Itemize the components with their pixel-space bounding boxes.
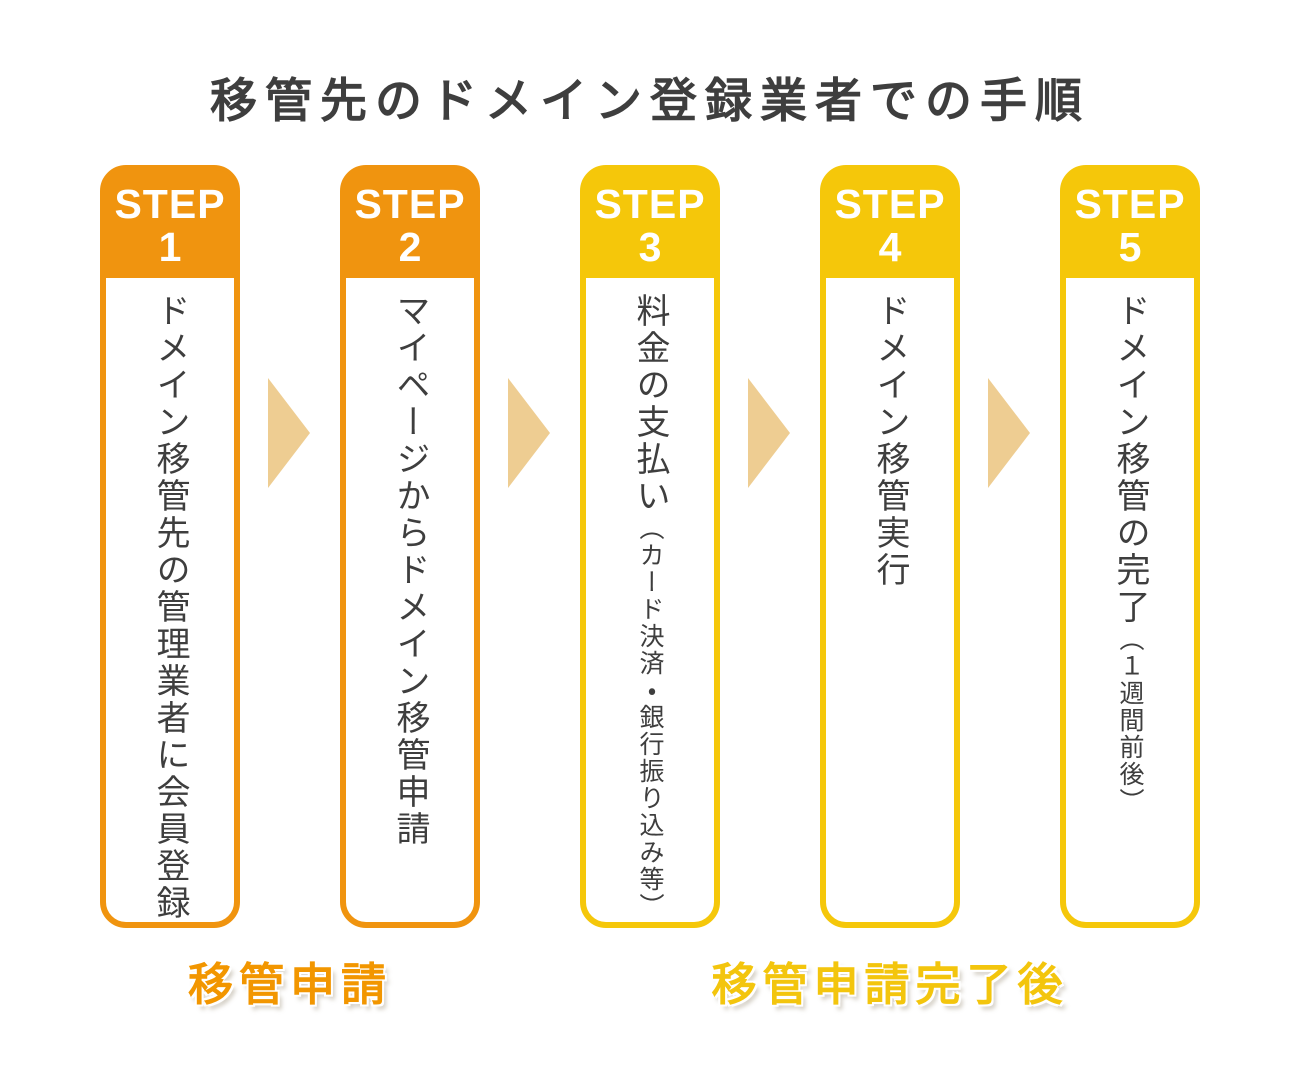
- step-note: （カード決済・銀行振り込み等）: [636, 515, 664, 920]
- phase-label-after-completion: 移管申請完了後: [711, 959, 1069, 1010]
- step-number: 3: [638, 224, 662, 270]
- step-body-3: 料金の支払い（カード決済・銀行振り込み等）: [586, 278, 714, 922]
- phase-label-transfer-request: 移管申請: [187, 959, 392, 1010]
- step-text: マイページからドメイン移管申請: [391, 293, 429, 922]
- step-card-3: STEP 3 料金の支払い（カード決済・銀行振り込み等）: [580, 165, 720, 928]
- step-body-5: ドメイン移管の完了（１週間前後）: [1066, 278, 1194, 922]
- step-card-2: STEP 2 マイページからドメイン移管申請: [340, 165, 480, 928]
- step-main-text: 料金の支払い: [631, 293, 669, 515]
- step-number: 4: [878, 224, 902, 270]
- step-label: STEP: [594, 180, 706, 227]
- step-number: 1: [158, 224, 182, 270]
- step-label: STEP: [1074, 180, 1186, 227]
- step-text: ドメイン移管の完了（１週間前後）: [1111, 293, 1149, 922]
- step-label: STEP: [354, 180, 466, 227]
- step-body-1: ドメイン移管先の管理業者に会員登録: [106, 278, 234, 922]
- step-flow: STEP 1 ドメイン移管先の管理業者に会員登録 STEP 2 マイページからド…: [100, 165, 1200, 928]
- right-arrow-icon: [508, 378, 550, 488]
- step-number: 2: [398, 224, 422, 270]
- step-main-text: ドメイン移管先の管理業者に会員登録: [151, 293, 189, 922]
- step-header-3: STEP 3: [585, 170, 715, 278]
- step-text: ドメイン移管先の管理業者に会員登録: [151, 293, 189, 922]
- step-main-text: マイページからドメイン移管申請: [391, 293, 429, 848]
- step-header-2: STEP 2: [345, 170, 475, 278]
- step-text: 料金の支払い（カード決済・銀行振り込み等）: [631, 293, 669, 922]
- step-label: STEP: [834, 180, 946, 227]
- step-text: ドメイン移管実行: [871, 293, 909, 922]
- step-label: STEP: [114, 180, 226, 227]
- step-card-5: STEP 5 ドメイン移管の完了（１週間前後）: [1060, 165, 1200, 928]
- step-header-4: STEP 4: [825, 170, 955, 278]
- right-arrow-icon: [268, 378, 310, 488]
- step-header-5: STEP 5: [1065, 170, 1195, 278]
- step-header-1: STEP 1: [105, 170, 235, 278]
- right-arrow-icon: [748, 378, 790, 488]
- step-card-4: STEP 4 ドメイン移管実行: [820, 165, 960, 928]
- step-main-text: ドメイン移管の完了: [1111, 293, 1149, 626]
- step-body-4: ドメイン移管実行: [826, 278, 954, 922]
- step-card-1: STEP 1 ドメイン移管先の管理業者に会員登録: [100, 165, 240, 928]
- page-title: 移管先のドメイン登録業者での手順: [210, 74, 1090, 127]
- step-main-text: ドメイン移管実行: [871, 293, 909, 589]
- step-note: （１週間前後）: [1116, 626, 1144, 815]
- right-arrow-icon: [988, 378, 1030, 488]
- step-body-2: マイページからドメイン移管申請: [346, 278, 474, 922]
- step-number: 5: [1118, 224, 1142, 270]
